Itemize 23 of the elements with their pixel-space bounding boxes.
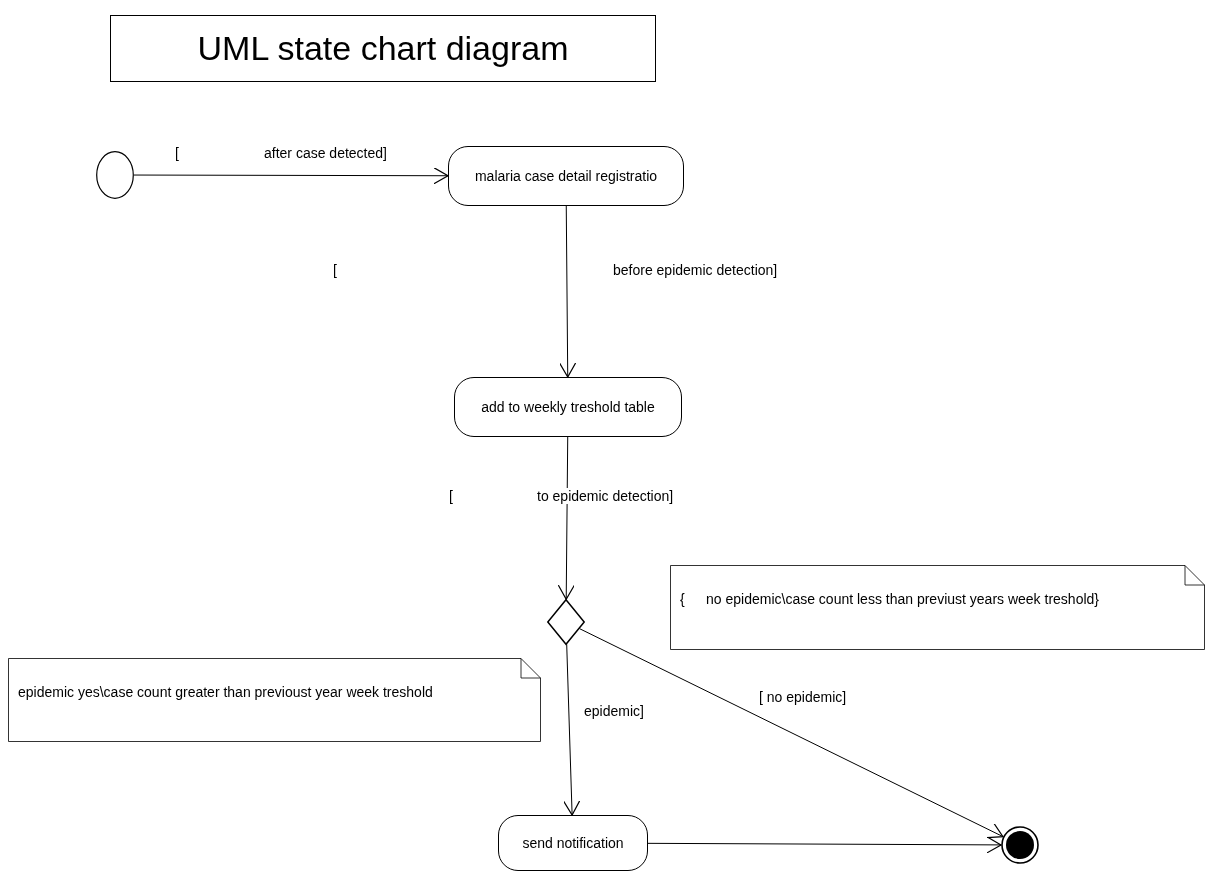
transition-arrow bbox=[557, 436, 575, 600]
diagram-title: UML state chart diagram bbox=[110, 15, 656, 82]
edge-label: after case detected] bbox=[263, 145, 388, 161]
state-box: send notification bbox=[498, 815, 648, 871]
edge-label: before epidemic detection] bbox=[612, 262, 779, 278]
transition-arrow bbox=[647, 836, 1002, 854]
note-text: no epidemic\case count less than previust years week treshold} bbox=[706, 591, 1099, 607]
state-box: malaria case detail registratio bbox=[448, 146, 684, 206]
guard-bracket: [ bbox=[333, 262, 337, 278]
note-text: epidemic yes\case count greater than previoust year week treshold bbox=[18, 684, 433, 700]
edge-label: [ no epidemic] bbox=[758, 689, 848, 705]
transition-arrow bbox=[133, 167, 449, 185]
edge-label: epidemic] bbox=[583, 703, 645, 719]
note-text: { bbox=[680, 591, 685, 607]
note-box bbox=[670, 565, 1205, 650]
note-box bbox=[8, 658, 541, 742]
state-box: add to weekly treshold table bbox=[454, 377, 682, 437]
edge-label: to epidemic detection] bbox=[536, 488, 675, 504]
transition-arrow bbox=[579, 628, 1004, 839]
transition-arrow bbox=[559, 205, 577, 378]
transition-arrow bbox=[563, 643, 581, 816]
guard-bracket: [ bbox=[175, 145, 179, 161]
guard-bracket: [ bbox=[449, 488, 453, 504]
